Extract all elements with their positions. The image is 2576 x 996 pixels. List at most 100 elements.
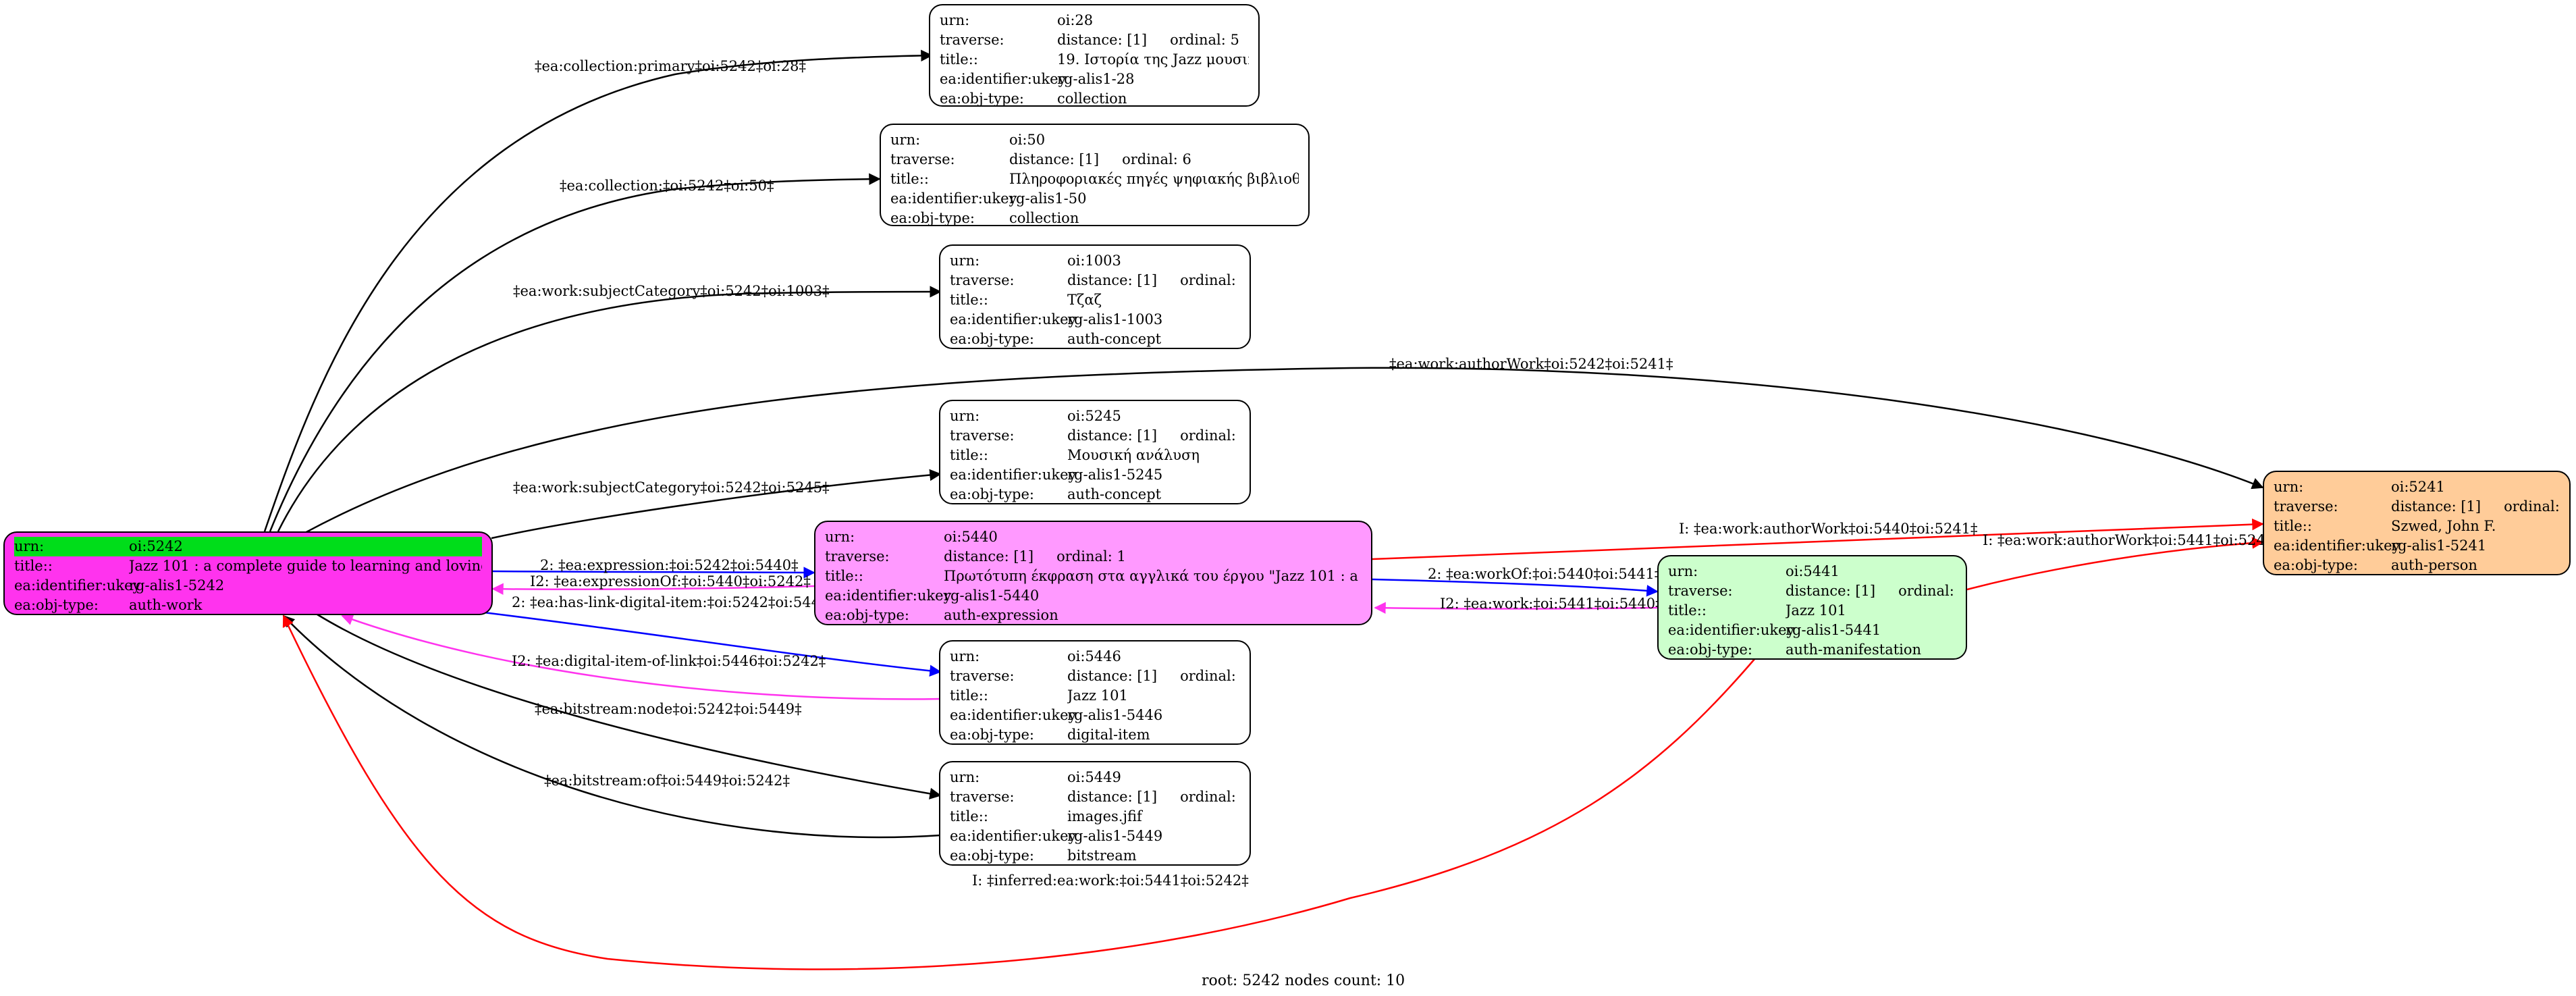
node-key-traverse: traverse: <box>950 272 1015 288</box>
node-key-type: ea:obj-type: <box>950 727 1034 743</box>
edge-label-author-5440: I: ‡ea:work:authorWork‡oi:5440‡oi:5241‡ <box>1679 521 1978 537</box>
node-value-type: collection <box>1057 90 1127 107</box>
node-row-type: ea:obj-type:auth-concept <box>950 485 1240 503</box>
node-key-title: title:: <box>825 568 863 584</box>
node-50[interactable]: urn:oi:50 traverse:distance: [1]ordinal:… <box>880 124 1310 226</box>
node-key-title: title:: <box>950 808 988 824</box>
node-row-ukey: ea:identifier:ukey rg-alis1-5242 <box>14 576 482 596</box>
node-5241-person[interactable]: urn:oi:5241 traverse:distance: [1]ordina… <box>2263 471 2571 575</box>
node-distance: distance: [1] <box>1067 789 1158 805</box>
edge-label-inferred: I: ‡inferred:ea:work:‡oi:5441‡oi:5242‡ <box>972 872 1249 889</box>
node-value-urn: oi:5441 <box>1786 563 1840 579</box>
edge-author-5441 <box>1966 537 2264 591</box>
node-key-urn: urn: <box>950 769 980 785</box>
node-5440-expression[interactable]: urn:oi:5440 traverse:distance: [1]ordina… <box>814 521 1372 625</box>
node-value-ukey: rg-alis1-1003 <box>1067 311 1163 327</box>
node-value-ukey: rg-alis1-28 <box>1057 71 1135 87</box>
node-row-traverse: traverse:distance: [1]ordinal: 4 <box>950 787 1240 807</box>
node-row-urn: urn:oi:5440 <box>825 527 1362 547</box>
node-value-type: digital-item <box>1067 727 1150 743</box>
node-value-ukey: rg-alis1-5245 <box>1067 467 1163 483</box>
edge-to-5245 <box>491 469 942 540</box>
node-row-urn: urn:oi:1003 <box>950 251 1240 271</box>
node-key-title: title:: <box>890 171 929 187</box>
node-key-ukey: ea:identifier:ukey <box>14 577 141 594</box>
node-5245[interactable]: urn: oi:5245 traverse:distance: [1]ordina… <box>939 400 1251 504</box>
node-key-ukey: ea:identifier:ukey <box>890 190 1017 207</box>
edge-bitstream-of <box>282 614 941 839</box>
node-row-urn: urn: oi:5242 <box>14 537 482 556</box>
node-row-urn: urn:oi:5446 <box>950 647 1240 666</box>
node-5242-root[interactable]: urn: oi:5242 title:: Jazz 101 : a comple… <box>3 531 493 615</box>
node-row-traverse: traverse:distance: [1]ordinal: 8 <box>950 271 1240 290</box>
edge-label-author-work: ‡ea:work:authorWork‡oi:5242‡oi:5241‡ <box>1389 356 1673 372</box>
edge-label-bitstream-node: ‡ea:bitstream:node‡oi:5242‡oi:5449‡ <box>535 701 802 717</box>
node-distance: distance: [1] <box>944 548 1034 565</box>
node-value-type: auth-work <box>129 597 203 613</box>
node-distance: distance: [1] <box>1067 668 1158 684</box>
node-row-title: title::Πληροφοριακές πηγές ψηφιακής βιβλ… <box>890 169 1299 189</box>
node-5449[interactable]: urn:oi:5449 traverse:distance: [1]ordina… <box>939 761 1251 866</box>
node-row-traverse: traverse:distance: [1]ordinal: 9 <box>950 426 1240 446</box>
node-28[interactable]: urn:oi:28 traverse:distance: [1]ordinal:… <box>929 4 1260 107</box>
node-key-urn: urn: <box>14 538 45 554</box>
node-row-type: ea:obj-type:auth-expression <box>825 606 1362 624</box>
node-value-type: auth-person <box>2391 557 2477 573</box>
node-row-title: title:: Jazz 101 : a complete guide to l… <box>14 556 482 576</box>
node-key-ukey: ea:identifier:ukey <box>950 311 1077 327</box>
node-key-ukey: ea:identifier:ukey <box>950 828 1077 844</box>
node-value-ukey: rg-alis1-5440 <box>944 587 1040 604</box>
node-distance: distance: [1] <box>1057 32 1148 48</box>
node-value-title: Πρωτότυπη έκφραση στα αγγλικά του έργου … <box>944 568 1362 584</box>
node-row-title: title::Τζαζ <box>950 290 1240 310</box>
node-value-title: Jazz 101 <box>1786 602 1846 619</box>
node-key-title: title:: <box>2274 518 2312 534</box>
node-key-traverse: traverse: <box>940 32 1004 48</box>
node-5446[interactable]: urn:oi:5446 traverse:distance: [1]ordina… <box>939 640 1251 745</box>
node-row-title: title::Szwed, John F. <box>2274 517 2560 536</box>
node-key-ukey: ea:identifier:ukey <box>1668 622 1795 638</box>
node-value-traverse: distance: [1]ordinal: 6 <box>1009 150 1299 169</box>
node-key-title: title:: <box>950 447 988 463</box>
node-row-type: ea:obj-type:auth-concept <box>950 330 1240 348</box>
node-key-urn: urn: <box>890 132 921 148</box>
node-row-title: title::Πρωτότυπη έκφραση στα αγγλικά του… <box>825 567 1362 586</box>
node-value-urn: oi:5245 <box>1067 408 1121 424</box>
node-distance: distance: [1] <box>2391 498 2481 515</box>
node-key-traverse: traverse: <box>950 789 1015 805</box>
node-value-title: Τζαζ <box>1067 292 1102 308</box>
node-row-urn: urn:oi:28 <box>940 11 1249 30</box>
node-5441-manifestation[interactable]: urn:oi:5441 traverse:distance: [1]ordina… <box>1657 555 1967 660</box>
node-row-type: ea:obj-type: auth-work <box>14 596 482 614</box>
node-distance: distance: [1] <box>1009 151 1100 167</box>
node-key-type: ea:obj-type: <box>950 486 1034 502</box>
edge-to-5241 <box>303 367 2264 535</box>
edge-has-link <box>472 610 942 677</box>
edge-label-work-of: 2: ‡ea:workOf:‡oi:5440‡oi:5441‡ <box>1428 566 1662 582</box>
node-value-urn: oi:50 <box>1009 132 1046 148</box>
node-key-urn: urn: <box>1668 563 1698 579</box>
node-key-urn: urn: <box>950 408 980 424</box>
node-distance: distance: [1] <box>1067 272 1158 288</box>
node-value-urn: oi:5446 <box>1067 648 1121 664</box>
node-key-urn: urn: <box>825 529 855 545</box>
node-row-type: ea:obj-type:auth-manifestation <box>1668 640 1956 658</box>
node-distance: distance: [1] <box>1067 427 1158 444</box>
edge-label-subject-1003: ‡ea:work:subjectCategory‡oi:5242‡oi:1003… <box>513 283 830 299</box>
edge-to-1003 <box>277 286 942 532</box>
node-1003[interactable]: urn:oi:1003 traverse:distance: [1]ordina… <box>939 244 1251 349</box>
node-key-type: ea:obj-type: <box>950 331 1034 347</box>
node-key-type: ea:obj-type: <box>14 597 99 613</box>
node-row-traverse: traverse:distance: [1]ordinal: 5 <box>940 30 1249 50</box>
edge-author-5440 <box>1372 518 2264 560</box>
edge-expression-of <box>491 583 815 596</box>
node-key-traverse: traverse: <box>1668 583 1733 599</box>
node-row-urn: urn:oi:5449 <box>950 768 1240 787</box>
edge-work <box>1374 602 1658 614</box>
